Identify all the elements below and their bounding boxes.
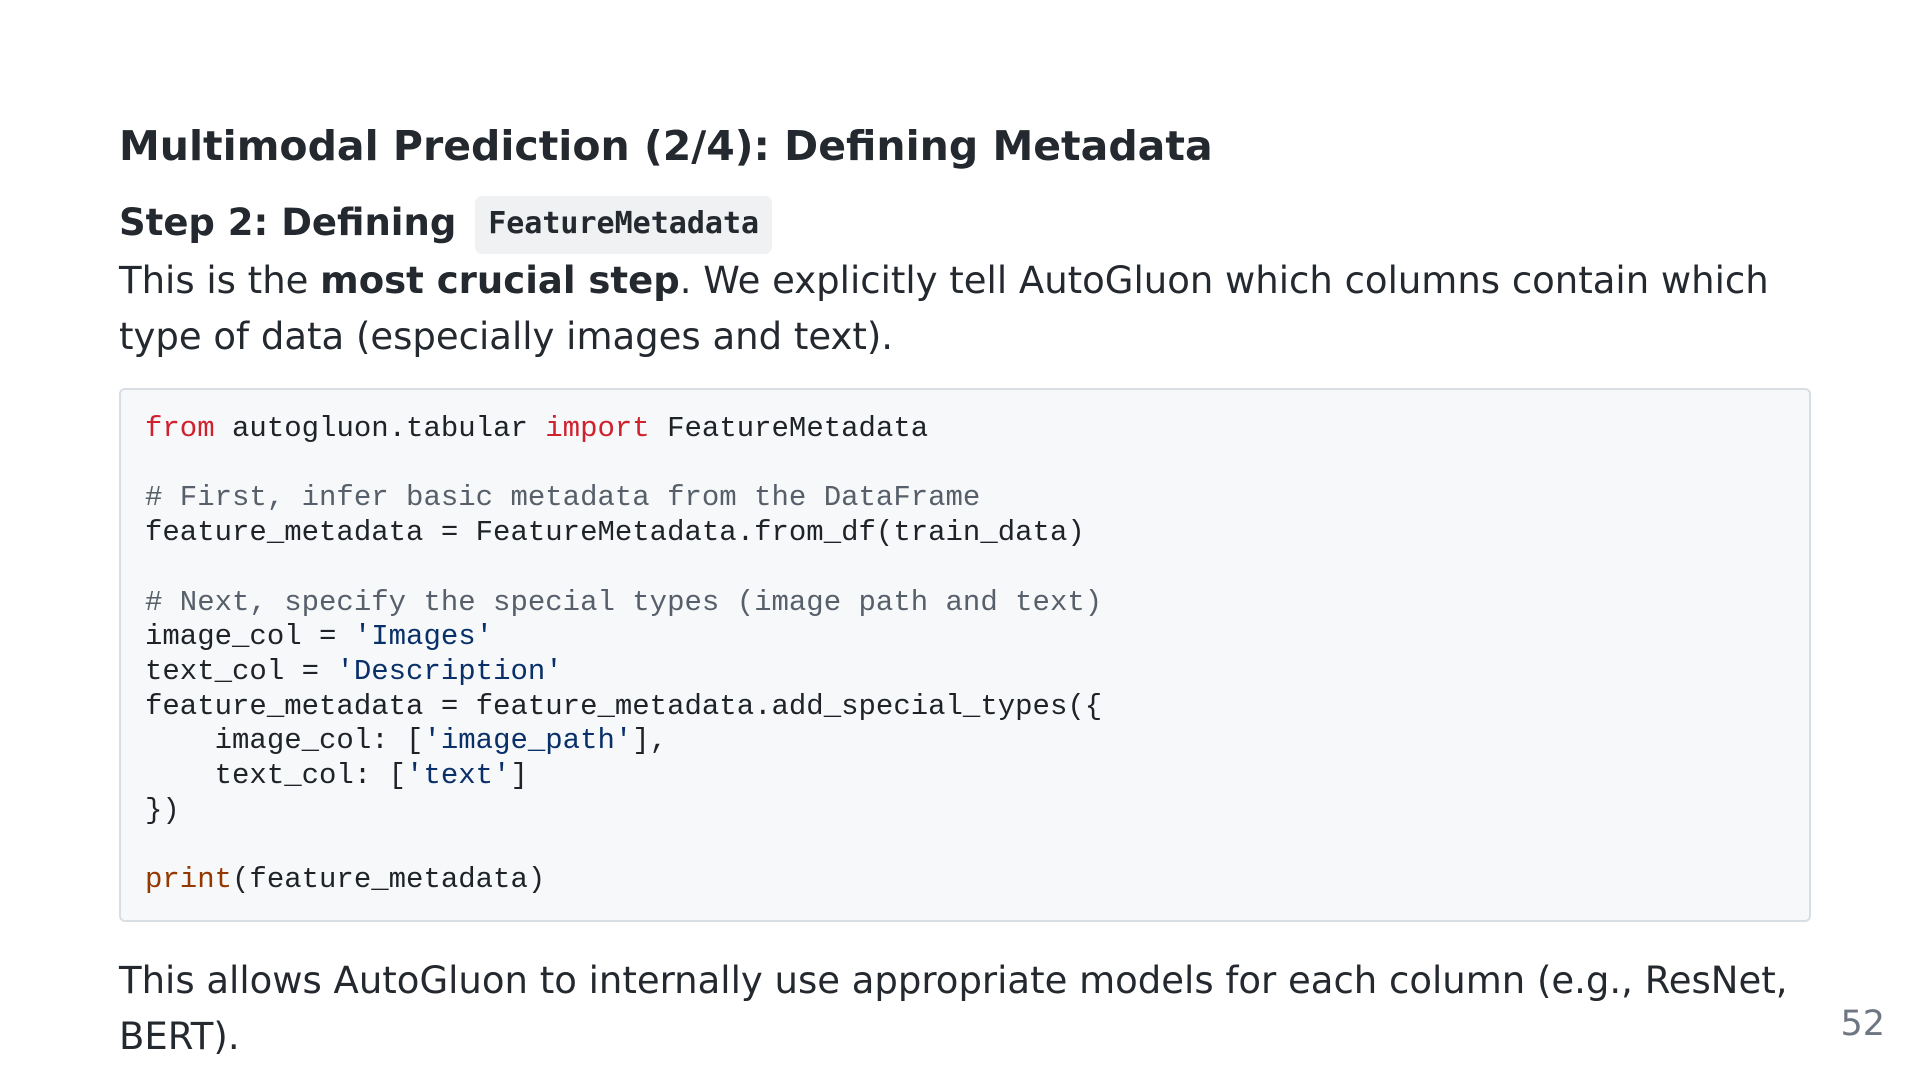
code-token: ], (632, 724, 668, 758)
code-line: image_col: ['image_path'], (145, 724, 668, 758)
code-content: from autogluon.tabular import FeatureMet… (145, 412, 1785, 898)
intro-text-start: This is the (119, 259, 321, 302)
code-token: feature_metadata = feature_metadata.add_… (145, 689, 1103, 723)
code-line: from autogluon.tabular import FeatureMet… (145, 412, 928, 445)
step-heading: Step 2: Defining FeatureMetadata (119, 196, 773, 254)
intro-text-end: . We explicitly tell AutoGluon which col… (119, 259, 1769, 358)
code-token: # First, infer basic metadata from the D… (145, 481, 981, 515)
code-token: (feature_metadata) (232, 863, 546, 897)
code-token: from (145, 412, 215, 445)
code-token: FeatureMetadata (649, 412, 929, 445)
code-line: # First, infer basic metadata from the D… (145, 481, 980, 514)
code-token: feature_metadata = FeatureMetadata.from_… (145, 516, 1085, 550)
code-block: from autogluon.tabular import FeatureMet… (119, 388, 1811, 922)
code-token: 'image_path' (423, 724, 633, 758)
code-token: import (545, 412, 650, 445)
outro-paragraph: This allows AutoGluon to internally use … (119, 959, 1788, 1058)
code-line: }) (145, 794, 180, 827)
code-line: print(feature_metadata) (145, 863, 545, 896)
page-number: 52 (1840, 1004, 1885, 1044)
code-line: image_col = 'Images' (145, 620, 493, 653)
slide: Multimodal Prediction (2/4): Defining Me… (119, 0, 1813, 1080)
code-token: autogluon.tabular (214, 412, 546, 445)
code-token: text_col = (145, 654, 337, 688)
code-line: text_col: ['text'] (145, 759, 528, 792)
code-token: # Next, specify the special types (image… (145, 585, 1103, 619)
code-token: print (145, 863, 233, 897)
code-line: text_col = 'Description' (145, 655, 563, 688)
slide-title: Multimodal Prediction (2/4): Defining Me… (119, 122, 1213, 170)
step-heading-text: Step 2: Defining (119, 201, 470, 244)
code-line: feature_metadata = FeatureMetadata.from_… (145, 516, 1085, 549)
code-line: feature_metadata = feature_metadata.add_… (145, 690, 1102, 723)
code-token: }) (145, 793, 180, 827)
code-token: 'text' (406, 759, 511, 793)
code-line: # Next, specify the special types (image… (145, 586, 1102, 619)
inline-code-feature-metadata: FeatureMetadata (475, 196, 773, 254)
code-token: ] (510, 759, 528, 793)
code-token: image_col = (145, 620, 354, 654)
code-token: 'Description' (336, 654, 563, 688)
code-token: 'Images' (353, 620, 494, 654)
code-token: text_col: [ (145, 759, 407, 793)
intro-paragraph: This is the most crucial step. We explic… (119, 253, 1809, 365)
intro-emphasis: most crucial step (320, 259, 680, 302)
code-token: image_col: [ (145, 724, 424, 758)
